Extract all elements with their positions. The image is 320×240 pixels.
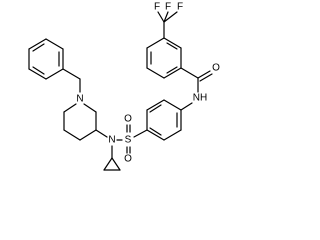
bond-c-f1 [157,11,165,23]
cf3-phenyl-ring [146,37,182,79]
bond-ch2-phenyl [62,68,81,80]
cyclopropyl-ring [103,157,121,171]
bond-c-f3 [163,11,178,23]
atom-f-1: F [154,2,160,13]
chemical-structure-diagram: F F F O NH N S O O N [28,2,220,171]
atom-o-sulfonyl-top: O [124,114,132,125]
bond-c-f2 [163,11,169,23]
piperidine-ring [63,103,97,141]
benzyl-phenyl-ring [28,38,64,80]
atom-o-carbonyl: O [212,63,220,74]
bond-c-o-double-2 [199,73,213,82]
central-phenyl-ring [146,99,182,141]
bond-c-o-double-1 [197,70,211,79]
atom-f-3: F [177,2,183,13]
bond-n-piperidine [95,129,108,138]
atom-f-2: F [165,2,171,13]
bond-ring-s [133,129,148,138]
atom-o-sulfonyl-bottom: O [124,154,132,165]
bond-ring-carbonyl [180,67,199,79]
atom-s-sulfonyl: S [125,135,132,146]
atom-nh-amide: NH [193,93,207,104]
atom-n-piperidine: N [76,94,83,105]
structure-canvas: F F F O NH N S O O N [28,1,221,171]
atom-n-sulfonamide: N [108,135,115,146]
bond-nh-ring [180,102,193,111]
